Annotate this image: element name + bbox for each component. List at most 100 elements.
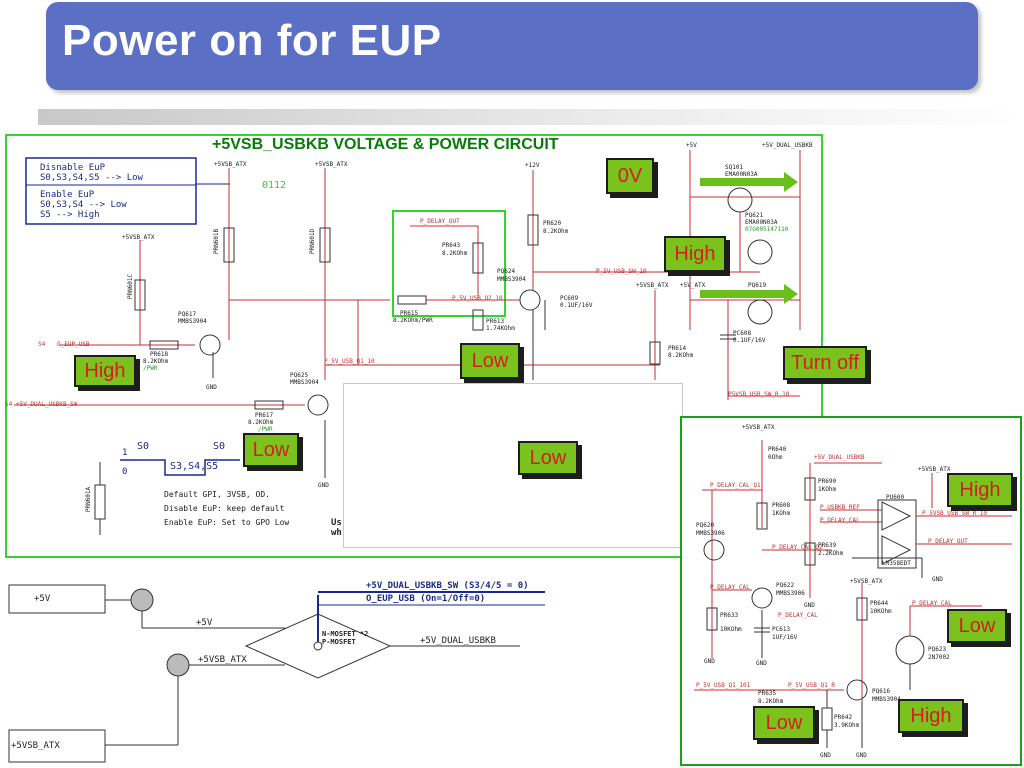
note-enable-eup: Enable EuP: Set to GPO Low (164, 518, 290, 527)
label-pr618-tag: /PWR (143, 365, 158, 372)
detail-p5v-usb-q1-101: P_5V_USB_Q1_101 (696, 682, 751, 689)
block-5v-box: +5V (34, 594, 51, 604)
label-sq101-value: EMA00N03A (725, 171, 758, 178)
block-5v-line: +5V (196, 618, 213, 628)
block-nmos: N-MOSFET *2 (322, 630, 369, 638)
label-pq624-value: MMBS3904 (497, 276, 526, 283)
rev-code: 0112 (262, 180, 287, 191)
detail-5v-dual: +5V_DUAL_USBKB (814, 454, 865, 461)
label-gnd-2: GND (318, 482, 329, 489)
circuit-title: +5VSB_USBKB VOLTAGE & POWER CIRCUIT (212, 136, 559, 153)
detail-pq622: PQ622 (776, 582, 795, 589)
label-pr618-value: 8.2KOhm (143, 358, 169, 365)
detail-pq616-value: MMBS3904 (872, 696, 901, 703)
detail-pq620-value: MMBS3906 (696, 530, 725, 537)
detail-p-delay-cal-q2: P_DELAY_CAL_Q2 (772, 544, 823, 551)
detail-gnd-4: GND (932, 576, 943, 583)
detail-wires (694, 440, 1012, 748)
label-pr643-value: 8.2KOhm (442, 250, 468, 257)
label-pr614-value: 8.2KOhm (668, 352, 694, 359)
detail-pr633-value: 10KOhm (720, 626, 742, 633)
detail-pr690: PR690 (818, 478, 837, 485)
tag-low-left: Low (243, 433, 299, 467)
detail-pr644: PR644 (870, 600, 889, 607)
note-disable-line2: S0,S3,S4,S5 --> Low (40, 173, 143, 183)
detail-pr608: PR608 (772, 502, 791, 509)
label-pr613-value: 1.74KOhm (486, 325, 515, 332)
block-signal-1: +5V_DUAL_USBKB_SW (S3/4/5 = 0) (366, 581, 529, 591)
label-5v: +5V (686, 142, 697, 149)
note-enable-line2: S0,S3,S4 --> Low (40, 200, 127, 210)
label-prn601c: PRN601C (127, 273, 135, 300)
label-p5v-usb-sw-10: P_5V_USB_SW_10 (596, 268, 647, 275)
label-12v: +12V (525, 162, 540, 169)
label-pr620-value: 8.2KOhm (543, 228, 569, 235)
detail-p-delay-cal: P_DELAY_CAL (820, 517, 860, 524)
detail-pc613-value: 1UF/16V (772, 634, 798, 641)
label-pq621: PQ621 (745, 212, 764, 219)
label-pq621-value: EMA00N03A (745, 219, 778, 226)
detail-pc613: PC613 (772, 626, 791, 633)
detail-gnd-3: GND (804, 602, 815, 609)
detail-p-delay-out: P_DELAY_OUT (928, 538, 968, 545)
detail-5vsb-atx-c: +5VSB_ATX (850, 578, 883, 585)
label-pr618: PR618 (150, 351, 169, 358)
detail-pr690-value: 1KOhm (818, 486, 837, 493)
detail-pr639-value: 2.2KOhm (818, 550, 844, 557)
label-prn601a: PRN601A (85, 486, 93, 513)
label-p5v-usb-q1-10: P_5V_USB_Q1_10 (324, 358, 375, 365)
label-pq624: PQ624 (497, 268, 516, 275)
detail-pu600: PU600 (886, 494, 905, 501)
detail-p-delay-cal-q1: P_DELAY_CAL_Q1 (710, 482, 761, 489)
detail-p-usbkb-ref: P_USBKB_REF (820, 504, 860, 511)
detail-pr639: PR639 (818, 542, 837, 549)
label-pr617-value: 8.2KOhm (248, 419, 274, 426)
note-disable-eup: Disable EuP: keep default (164, 504, 285, 513)
detail-p5v-usb-q1-r: P_5V_USB_Q1_R (788, 682, 835, 689)
label-5vsb-atx-3: +5VSB_ATX (122, 234, 155, 241)
label-pr617: PR617 (255, 412, 274, 419)
detail-pq620: PQ620 (696, 522, 715, 529)
wave-level-1: 1 (122, 448, 128, 458)
label-pq621-code: 07G005147110 (745, 226, 789, 233)
label-pc608: PC608 (733, 330, 752, 337)
label-pc609-value: 0.1UF/16V (560, 302, 593, 309)
detail-gnd-2: GND (756, 660, 767, 667)
detail-gnd-1: GND (704, 658, 715, 665)
wave-level-0: 0 (122, 467, 128, 477)
label-sq101: SQ101 (725, 164, 744, 171)
tag-low-center: Low (518, 441, 578, 475)
label-prn601d: PRN601D (309, 228, 317, 255)
detail-p5vsb-sw-r10: P_5VSB_USB_SW_R_10 (922, 510, 988, 517)
slide-title-bar: Power on for EUP (46, 2, 978, 90)
detail-5vsb-atx-b: +5VSB_ATX (918, 466, 951, 473)
note-box-frame (25, 157, 197, 225)
label-pin54-b: 54 (5, 401, 13, 408)
detail-circuit-frame: +5VSB_ATX +5V_DUAL_USBKB +5VSB_ATX +5VSB… (680, 416, 1022, 766)
block-output: +5V_DUAL_USBKB (420, 636, 496, 646)
tag-high-right: High (947, 473, 1013, 507)
tag-0v: 0V (606, 158, 654, 194)
detail-pr640: PR640 (768, 446, 787, 453)
note-cut-us: Us (331, 518, 342, 528)
detail-pr642-value: 3.9KOhm (834, 722, 860, 729)
label-p-delay-out: P_DELAY_OUT (420, 218, 460, 225)
label-pr617-tag: /PWR (258, 426, 273, 433)
detail-pq623-value: 2N7002 (928, 654, 950, 661)
tag-low-mid: Low (460, 343, 520, 379)
overlay-panel (343, 383, 683, 548)
note-enable-line3: S5 --> High (40, 210, 100, 220)
label-5vsb-atx-4: +5VSB_ATX (636, 282, 669, 289)
detail-pr642: PR642 (834, 714, 853, 721)
label-o-eup-usb: O_EUP_USB (57, 341, 90, 348)
detail-pq616: PQ616 (872, 688, 891, 695)
block-5vsb-box: +5VSB_ATX (11, 741, 60, 751)
label-pr643: PR643 (442, 242, 461, 249)
label-pc608-value: 0.1UF/16V (733, 337, 766, 344)
detail-gnd-5: GND (820, 752, 831, 759)
label-pin54-a: 54 (38, 341, 46, 348)
detail-p-delay-cal-b: P_DELAY_CAL (710, 584, 750, 591)
detail-pr644-value: 10KOhm (870, 608, 892, 615)
label-pc609: PC609 (560, 295, 579, 302)
label-5vsb-atx-1: +5VSB_ATX (214, 161, 247, 168)
